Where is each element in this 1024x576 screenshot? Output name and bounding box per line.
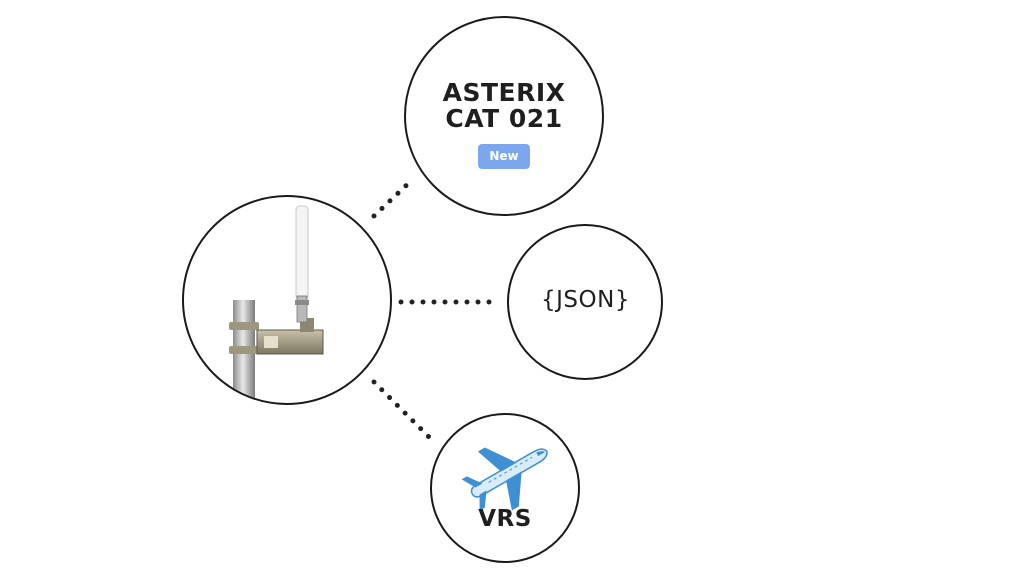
connector-receiver-asterix xyxy=(371,177,415,219)
asterix-title: ASTERIX CAT 021 xyxy=(404,80,604,132)
json-node xyxy=(507,224,663,380)
json-label: {JSON} xyxy=(541,287,630,313)
asterix-title-line2: CAT 021 xyxy=(445,104,563,133)
asterix-node xyxy=(404,16,604,216)
airplane-icon xyxy=(461,447,548,511)
new-badge: New xyxy=(478,144,530,169)
vrs-label: VRS xyxy=(478,506,532,532)
receiver-node xyxy=(182,195,392,405)
antenna-icon xyxy=(229,205,324,403)
connector-receiver-vrs xyxy=(371,379,435,443)
vrs-node xyxy=(430,413,580,563)
asterix-title-line1: ASTERIX xyxy=(442,78,566,107)
